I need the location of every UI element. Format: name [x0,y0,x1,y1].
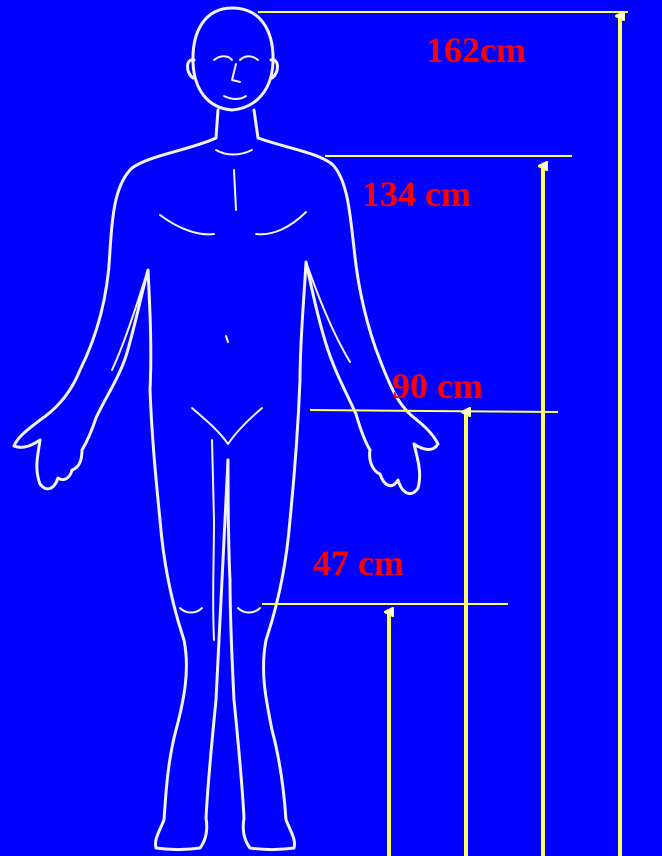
left-knee [180,608,202,613]
level-line-90 [310,410,558,412]
label-134cm: 134 cm [362,176,471,212]
human-figure-outline [14,8,438,850]
mouth [224,96,246,99]
groin-line [192,408,262,444]
left-eye [214,56,232,60]
inner-leg-line [212,440,214,640]
level-lines [258,12,628,604]
label-90cm: 90 cm [392,368,483,404]
right-knee [238,608,260,613]
collar-line [216,150,252,155]
right-pectoral [256,212,306,234]
label-47cm: 47 cm [313,545,404,581]
label-162cm: 162cm [426,32,526,68]
height-arrows [389,16,620,856]
body-left-side [14,110,228,850]
head-outline [193,8,273,110]
nose [232,64,240,82]
navel [226,336,228,342]
right-eye [240,56,258,60]
left-pectoral [160,215,214,234]
body-right-side [228,110,438,850]
left-arm-inner [112,270,148,370]
sternum-line [234,170,236,210]
